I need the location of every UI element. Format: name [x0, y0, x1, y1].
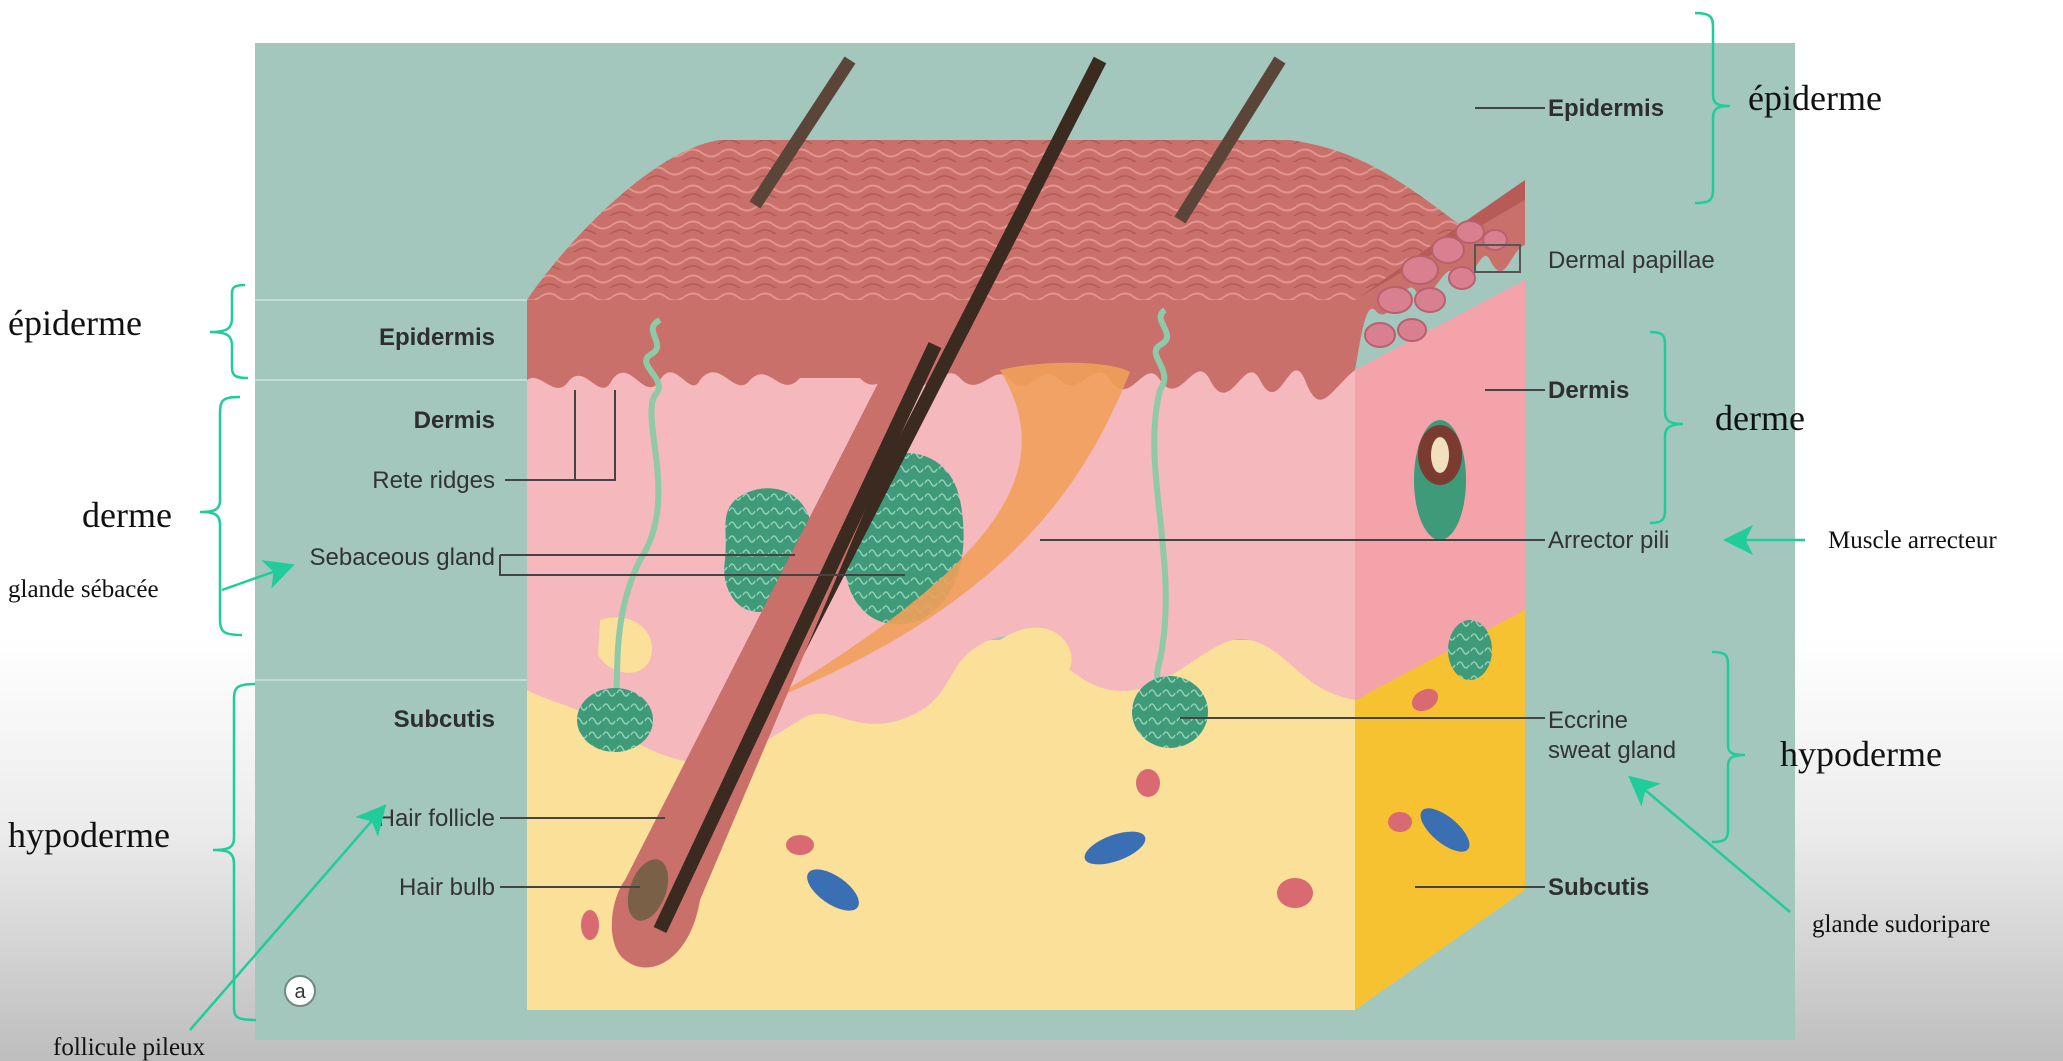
blood-vessel-side	[1414, 420, 1466, 540]
label-eccrine-line1: Eccrine	[1548, 707, 1628, 734]
label-hair-follicle: Hair follicle	[378, 805, 495, 832]
label-subcutis-left: Subcutis	[394, 706, 495, 733]
panel-letter: a	[294, 981, 306, 1003]
annotation-left-derme: derme	[82, 495, 172, 535]
label-subcutis-right: Subcutis	[1548, 874, 1649, 901]
label-dermal-papillae: Dermal papillae	[1548, 247, 1715, 274]
annotation-left-glande-sebacee: glande sébacée	[8, 576, 159, 603]
label-sebaceous-gland: Sebaceous gland	[310, 544, 495, 571]
label-epidermis-right: Epidermis	[1548, 95, 1664, 122]
label-arrector-pili: Arrector pili	[1548, 527, 1669, 554]
annotation-right-epiderme: épiderme	[1748, 78, 1882, 118]
label-hair-bulb: Hair bulb	[399, 874, 495, 901]
annotation-right-hypoderme: hypoderme	[1780, 734, 1942, 774]
annotation-right-derme: derme	[1715, 398, 1805, 438]
bracket-left-hypoderme	[213, 684, 256, 1020]
label-rete-ridges: Rete ridges	[372, 467, 495, 494]
annotation-left-follicule: follicule pileux	[53, 1034, 206, 1061]
annotation-left-epiderme: épiderme	[8, 303, 142, 343]
label-dermis-left: Dermis	[414, 407, 495, 434]
bracket-left-epiderme	[210, 285, 248, 378]
label-epidermis-left: Epidermis	[379, 324, 495, 351]
label-eccrine-line2: sweat gland	[1548, 737, 1676, 764]
annotation-right-glande-sudoripare: glande sudoripare	[1812, 911, 1990, 938]
annotation-left-hypoderme: hypoderme	[8, 815, 170, 855]
label-dermis-right: Dermis	[1548, 377, 1629, 404]
bracket-left-derme	[200, 397, 242, 635]
annotation-right-muscle: Muscle arrecteur	[1828, 527, 1997, 554]
